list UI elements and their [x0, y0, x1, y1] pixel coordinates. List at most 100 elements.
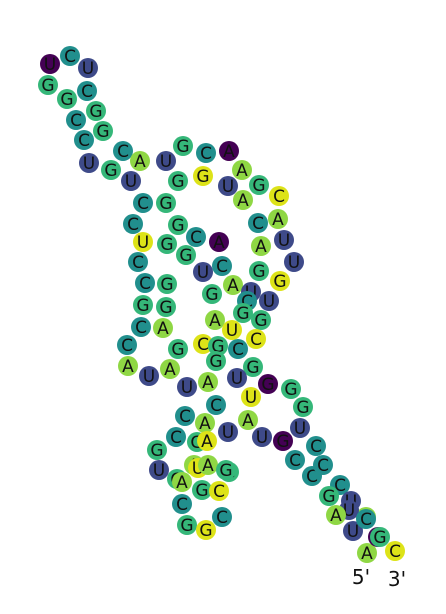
nucleotide-circle — [175, 406, 195, 426]
nucleotide: G — [270, 271, 290, 292]
nucleotide-letter: G — [136, 296, 149, 316]
nucleotide-circle — [357, 543, 377, 563]
nucleotide: C — [77, 81, 97, 102]
nucleotide: G — [168, 215, 188, 236]
nucleotide-circle — [227, 368, 247, 388]
nucleotide-circle — [274, 230, 294, 250]
nucleotide-circle — [135, 273, 155, 293]
nucleotide-letter: G — [195, 481, 208, 501]
nucleotide: A — [251, 236, 271, 257]
nucleotide-circle — [284, 252, 304, 272]
nucleotide: C — [206, 395, 226, 416]
nucleotide: A — [130, 151, 150, 172]
nucleotide-circle — [192, 480, 212, 500]
nucleotide-circle — [249, 175, 269, 195]
nucleotide-circle — [356, 509, 376, 529]
nucleotide-letter: U — [44, 55, 56, 75]
nucleotide-circle — [268, 209, 288, 229]
nucleotide: G — [173, 136, 193, 157]
nucleotide-letter: C — [135, 318, 147, 338]
nucleotide: C — [306, 436, 326, 457]
nucleotide: A — [219, 141, 239, 162]
nucleotide-letter: G — [180, 516, 193, 536]
nucleotide-circle — [156, 151, 176, 171]
nucleotide-circle — [243, 357, 263, 377]
nucleotide: C — [133, 193, 153, 214]
nucleotide-circle — [193, 166, 213, 186]
nucleotide-letter: U — [245, 388, 257, 408]
nucleotide-letter: C — [127, 215, 139, 235]
nucleotide-letter: G — [150, 441, 163, 461]
nucleotide: G — [216, 460, 236, 481]
nucleotide-circle — [101, 160, 121, 180]
nucleotide: U — [343, 521, 363, 542]
nucleotide-circle — [74, 130, 94, 150]
nucleotide: C — [246, 329, 266, 350]
nucleotide-circle — [218, 422, 238, 442]
nucleotide-letter: C — [317, 456, 329, 476]
nucleotide: C — [123, 214, 143, 235]
nucleotide-circle — [66, 110, 86, 130]
nucleotide-circle — [216, 460, 236, 480]
nucleotide-letter: C — [132, 253, 144, 273]
nucleotide: G — [147, 440, 167, 461]
nucleotide-circle — [196, 520, 216, 540]
nucleotide-circle — [290, 418, 310, 438]
nucleotide-circle — [123, 214, 143, 234]
nucleotide-letter: C — [176, 495, 188, 515]
nucleotide-letter: G — [373, 528, 386, 548]
nucleotide: C — [60, 46, 80, 67]
nucleotide-circle — [238, 410, 258, 430]
nucleotide: G — [168, 171, 188, 192]
nucleotide-circle — [130, 151, 150, 171]
nucleotide: A — [205, 310, 225, 331]
nucleotide-circle — [251, 236, 271, 256]
nucleotide: U — [290, 418, 310, 439]
nucleotide-letter: G — [236, 304, 249, 324]
nucleotide-circle — [149, 460, 169, 480]
nucleotide: G — [293, 397, 313, 418]
nucleotide-letter: C — [216, 257, 228, 277]
nucleotide: U — [40, 54, 60, 75]
nucleotide: C — [209, 481, 229, 502]
nucleotide-letter: G — [246, 358, 259, 378]
nucleotide: U — [193, 262, 213, 283]
nucleotide-circle — [197, 431, 217, 451]
nucleotide-letter: A — [201, 432, 213, 452]
nucleotide-circle — [133, 295, 153, 315]
nucleotide-letter: C — [70, 111, 82, 131]
nucleotide-circle — [248, 213, 268, 233]
nucleotide-letter: C — [273, 187, 285, 207]
nucleotide: U — [121, 171, 141, 192]
nucleotide: G — [249, 261, 269, 282]
nucleotide: G — [249, 175, 269, 196]
nucleotide-circle — [258, 374, 278, 394]
nucleotide-circle — [176, 245, 196, 265]
nucleotide-circle — [60, 46, 80, 66]
nucleotide-circle — [269, 186, 289, 206]
nucleotide-circle — [219, 141, 239, 161]
nucleotide-circle — [93, 121, 113, 141]
nucleotide-circle — [193, 334, 213, 354]
nucleotide-circle — [233, 303, 253, 323]
nucleotide-circle — [198, 455, 218, 475]
nucleotide-letter: C — [360, 510, 372, 530]
nucleotide-letter: A — [176, 473, 188, 493]
nucleotide: U — [284, 252, 304, 273]
nucleotide-letter: G — [104, 161, 117, 181]
nucleotide-letter: U — [197, 263, 209, 283]
nucleotide-letter: A — [330, 506, 342, 526]
nucleotide: C — [66, 110, 86, 131]
nucleotide-letter: U — [263, 292, 275, 312]
nucleotide-circle — [222, 320, 242, 340]
nucleotide: A — [209, 232, 229, 253]
nucleotide: U — [133, 232, 153, 253]
nucleotide-letter: G — [261, 375, 274, 395]
nucleotide-circle — [133, 232, 153, 252]
nucleotide-letter: C — [213, 482, 225, 502]
nucleotide-circle — [128, 252, 148, 272]
nucleotide: A — [195, 413, 215, 434]
nucleotide-circle — [306, 436, 326, 456]
nucleotide-letter: C — [170, 428, 182, 448]
